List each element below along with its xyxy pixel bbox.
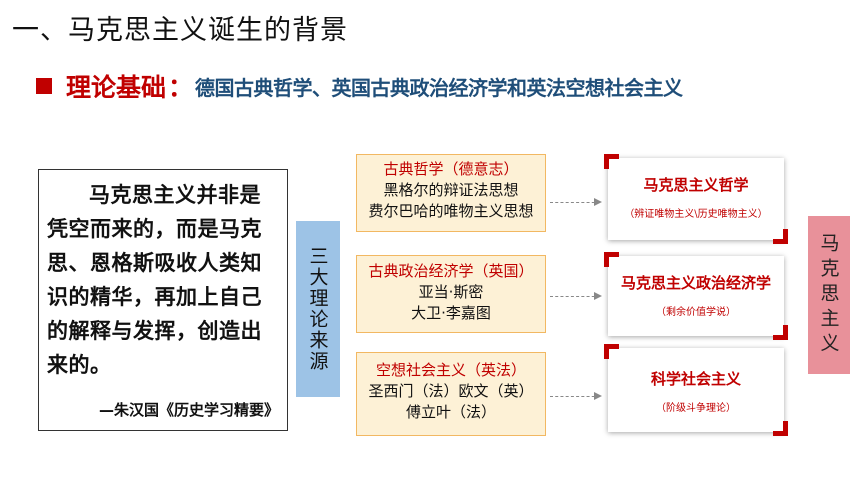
source-title: 古典哲学（德意志） <box>383 160 519 178</box>
source-line: 黑格尔的辩证法思想 <box>383 181 519 199</box>
marxism-label-box: 马克思主义 <box>808 216 850 374</box>
source-line: 傅立叶（法） <box>405 403 496 421</box>
corner-bracket-icon <box>773 229 788 244</box>
source-box-british-economics: 古典政治经济学（英国） 亚当·斯密 大卫·李嘉图 <box>356 255 546 333</box>
quote-box: 马克思主义并非是凭空而来的，而是马克思、恩格斯吸收人类知识的精华，再加上自己的解… <box>38 169 288 431</box>
corner-bracket-icon <box>604 252 619 267</box>
result-title: 科学社会主义 <box>650 370 741 388</box>
dashed-arrow-icon <box>550 292 602 300</box>
dashed-arrow-icon <box>550 198 602 206</box>
corner-bracket-icon <box>773 325 788 340</box>
source-line: 圣西门（法）欧文（英） <box>368 382 534 400</box>
corner-bracket-icon <box>773 421 788 436</box>
three-sources-label: 三大理论来源 <box>306 246 329 372</box>
result-box-philosophy: 马克思主义哲学 （辨证唯物主义\历史唯物主义） <box>604 154 788 244</box>
marxism-label: 马克思主义 <box>817 232 840 358</box>
source-box-utopian-socialism: 空想社会主义（英法） 圣西门（法）欧文（英） 傅立叶（法） <box>356 352 546 436</box>
theory-basis-text: 德国古典哲学、英国古典政治经济学和英法空想社会主义 <box>195 75 683 100</box>
result-title: 马克思主义哲学 <box>643 176 749 194</box>
source-line: 费尔巴哈的唯物主义思想 <box>368 202 534 220</box>
source-title: 古典政治经济学（英国） <box>368 262 534 280</box>
corner-bracket-icon <box>604 344 619 359</box>
result-box-political-economy: 马克思主义政治经济学 （剩余价值学说） <box>604 252 788 340</box>
source-title: 空想社会主义（英法） <box>375 361 526 379</box>
source-line: 大卫·李嘉图 <box>411 304 491 322</box>
page-title: 一、马克思主义诞生的背景 <box>12 15 348 46</box>
square-bullet-icon <box>36 78 52 94</box>
result-title: 马克思主义政治经济学 <box>620 274 771 292</box>
result-subtitle: （阶级斗争理论） <box>656 403 736 414</box>
quote-body: 马克思主义并非是凭空而来的，而是马克思、恩格斯吸收人类知识的精华，再加上自己的解… <box>47 183 262 377</box>
result-box-scientific-socialism: 科学社会主义 （阶级斗争理论） <box>604 344 788 436</box>
theory-basis-row: 理论基础 ： 德国古典哲学、英国古典政治经济学和英法空想社会主义 <box>36 66 683 106</box>
three-sources-label-box: 三大理论来源 <box>296 221 340 397</box>
corner-bracket-icon <box>604 154 619 169</box>
dashed-arrow-icon <box>550 392 602 400</box>
theory-basis-label: 理论基础 <box>66 73 167 102</box>
theory-basis-colon: ： <box>168 73 194 102</box>
source-box-german-philosophy: 古典哲学（德意志） 黑格尔的辩证法思想 费尔巴哈的唯物主义思想 <box>356 154 546 232</box>
result-subtitle: （辨证唯物主义\历史唯物主义） <box>624 209 768 220</box>
source-line: 亚当·斯密 <box>418 283 484 301</box>
quote-source: —朱汉国《历史学习精要》 <box>98 401 279 419</box>
result-subtitle: （剩余价值学说） <box>656 307 736 318</box>
